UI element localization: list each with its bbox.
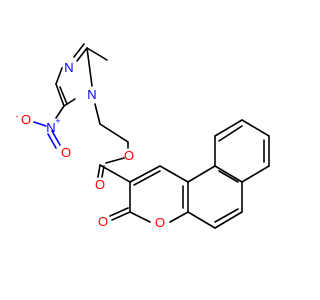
- bond-oring-c2: [129, 211, 151, 223]
- bond-nitro-o-double-a: [51, 130, 61, 146]
- bond-nitro-o-single: [33, 121, 47, 127]
- bond-c10b-oring: [169, 211, 189, 223]
- bond-ring2-4: [214, 211, 243, 229]
- nitro-plus-charge: +: [55, 116, 60, 126]
- atom-ester-carbonyl-o: O: [95, 177, 105, 192]
- bond-ring2-1: [187, 165, 216, 183]
- bond-ring3-2: [214, 119, 243, 137]
- bond-n1-c2: [86, 47, 93, 87]
- atom-nitro-o-double: O: [61, 145, 71, 160]
- bond-ring2-2: [214, 165, 243, 183]
- bond-c2-n3: [76, 47, 88, 62]
- bond-ring2-4-double: [214, 208, 239, 223]
- bond-ring2-5: [187, 211, 216, 229]
- molecule-canvas: N N N + O - O O O O O: [16, 43, 270, 230]
- atom-nitro-n: N: [46, 120, 55, 135]
- bonds: [33, 43, 270, 229]
- bond-ch2-ch2: [99, 123, 129, 143]
- bond-c3-c4-double: [133, 170, 161, 186]
- bond-lactone-co-a: [111, 211, 131, 221]
- bond-carbonyl-c3: [99, 164, 131, 183]
- bond-c4-c5-double: [59, 86, 68, 105]
- bond-co-double-a: [97, 164, 101, 178]
- bond-n3-c4: [55, 67, 63, 85]
- bond-nitro-o-double-b: [47, 133, 57, 149]
- atom-labels: N N N + O - O O O O O: [16, 60, 166, 230]
- atom-ester-o: O: [124, 148, 134, 163]
- bond-c3-c4: [129, 165, 161, 183]
- bond-c5-nitro: [55, 105, 65, 119]
- bond-ring3-2-double: [218, 125, 243, 142]
- bond-methyl: [86, 47, 108, 61]
- bond-ring2-2-double: [218, 170, 239, 183]
- bond-c2-n3-double: [73, 43, 85, 58]
- bond-o-carbonyl: [105, 157, 125, 164]
- bond-c5-n1: [63, 98, 76, 107]
- bond-ring3-5: [241, 165, 270, 183]
- atom-lactone-ring-o: O: [155, 215, 165, 230]
- bond-n1-ch2: [94, 103, 101, 125]
- atom-n1: N: [87, 87, 96, 102]
- bond-c4-c4a: [159, 165, 189, 183]
- nitro-minus-charge: -: [16, 111, 19, 121]
- atom-lactone-carbonyl-o: O: [98, 214, 108, 229]
- molecule-structure: N N N + O - O O O O O: [16, 43, 270, 230]
- bond-lactone-co-b: [109, 207, 129, 217]
- bond-ring3-3: [241, 119, 270, 137]
- atom-n3: N: [64, 60, 73, 75]
- bond-c4-c5: [55, 83, 65, 107]
- atom-nitro-o-single: O: [21, 112, 31, 127]
